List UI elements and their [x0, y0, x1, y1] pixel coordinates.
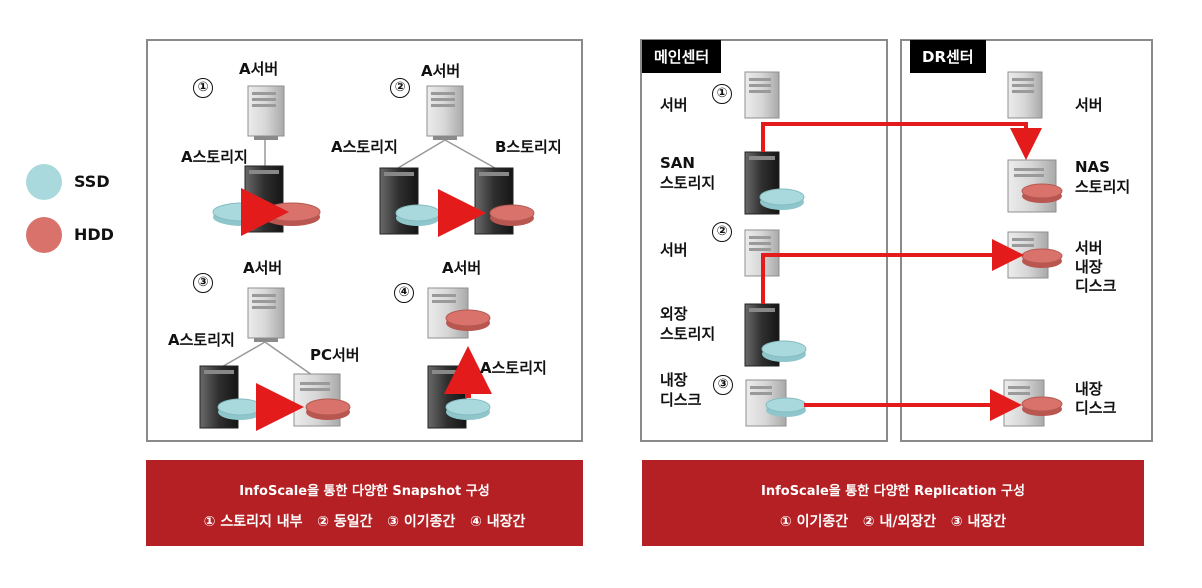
ssd-legend-swatch: [26, 164, 62, 200]
ssd-disk-icon: [217, 398, 263, 420]
hdd-disk-icon: [305, 398, 351, 420]
hdd-disk-icon: [1021, 396, 1063, 416]
replication-banner-title: InfoScale을 통한 다양한 Replication 구성: [761, 484, 1025, 499]
main-san-label-1: SAN: [660, 154, 695, 172]
c4-storage-label: A스토리지: [480, 359, 547, 377]
server-icon: [1007, 71, 1043, 119]
c3-server-label: A서버: [243, 259, 283, 277]
ssd-disk-icon: [395, 204, 441, 226]
c1-storage-label: A스토리지: [181, 148, 248, 166]
main-int-label-1: 내장: [660, 371, 688, 389]
dr-server-label: 서버: [1075, 96, 1103, 114]
case-3-number: ③: [193, 273, 213, 293]
c4-server-label: A서버: [442, 259, 482, 277]
case-2-number: ②: [390, 78, 410, 98]
main-server-1-label: 서버: [660, 96, 688, 114]
main-server-2-label: 서버: [660, 241, 688, 259]
rep-1-number: ①: [712, 84, 732, 104]
c2-server-label: A서버: [421, 62, 461, 80]
ssd-disk-icon: [761, 340, 807, 362]
main-int-label-2: 디스크: [660, 391, 702, 409]
server-icon: [744, 71, 780, 119]
case-4-number: ④: [394, 283, 414, 303]
case-1-number: ①: [193, 78, 213, 98]
replication-arrow-1: [761, 122, 1042, 160]
dr-server-disk-label-3: 디스크: [1075, 277, 1117, 295]
snapshot-banner-title: InfoScale을 통한 다양한 Snapshot 구성: [239, 484, 490, 499]
hdd-disk-icon: [445, 309, 491, 331]
ssd-disk-icon: [765, 397, 807, 417]
ssd-disk-icon: [759, 188, 805, 210]
dr-nas-label-1: NAS: [1075, 158, 1110, 176]
ssd-legend-label: SSD: [74, 172, 110, 191]
replication-banner-items: ① 이기종간 ② 내/외장간 ③ 내장간: [779, 514, 1007, 530]
c2-storage-a-label: A스토리지: [331, 138, 398, 156]
snapshot-banner-items: ① 스토리지 내부 ② 동일간 ③ 이기종간 ④ 내장간: [203, 514, 526, 530]
c3-pc-server-label: PC서버: [310, 346, 360, 364]
dr-int-label-1: 내장: [1075, 380, 1103, 398]
replication-banner: InfoScale을 통한 다양한 Replication 구성 ① 이기종간 …: [642, 460, 1144, 546]
dr-nas-label-2: 스토리지: [1075, 178, 1131, 196]
main-center-tag: 메인센터: [642, 40, 722, 73]
main-ext-label-2: 스토리지: [660, 325, 716, 343]
server-icon: [247, 85, 285, 140]
rep-3-number: ③: [713, 375, 733, 395]
main-ext-label-1: 외장: [660, 305, 688, 323]
c3-storage-label: A스토리지: [168, 331, 235, 349]
c1-server-label: A서버: [239, 60, 279, 78]
hdd-disk-icon: [1021, 183, 1063, 203]
dr-center-tag: DR센터: [910, 40, 986, 73]
dr-server-disk-label-2: 내장: [1075, 258, 1103, 276]
dr-int-label-2: 디스크: [1075, 399, 1117, 417]
main-san-label-2: 스토리지: [660, 174, 716, 192]
replication-arrow-2: [761, 239, 1024, 304]
hdd-legend-swatch: [26, 217, 62, 253]
dr-server-disk-label-1: 서버: [1075, 239, 1103, 257]
server-icon: [426, 85, 464, 140]
hdd-legend-label: HDD: [74, 225, 114, 244]
hdd-disk-icon: [489, 204, 535, 226]
server-icon: [247, 287, 285, 342]
hdd-disk-icon: [1021, 248, 1063, 268]
c2-storage-b-label: B스토리지: [495, 138, 562, 156]
rep-2-number: ②: [712, 222, 732, 242]
snapshot-banner: InfoScale을 통한 다양한 Snapshot 구성 ① 스토리지 내부 …: [146, 460, 583, 546]
ssd-disk-icon: [445, 398, 491, 420]
